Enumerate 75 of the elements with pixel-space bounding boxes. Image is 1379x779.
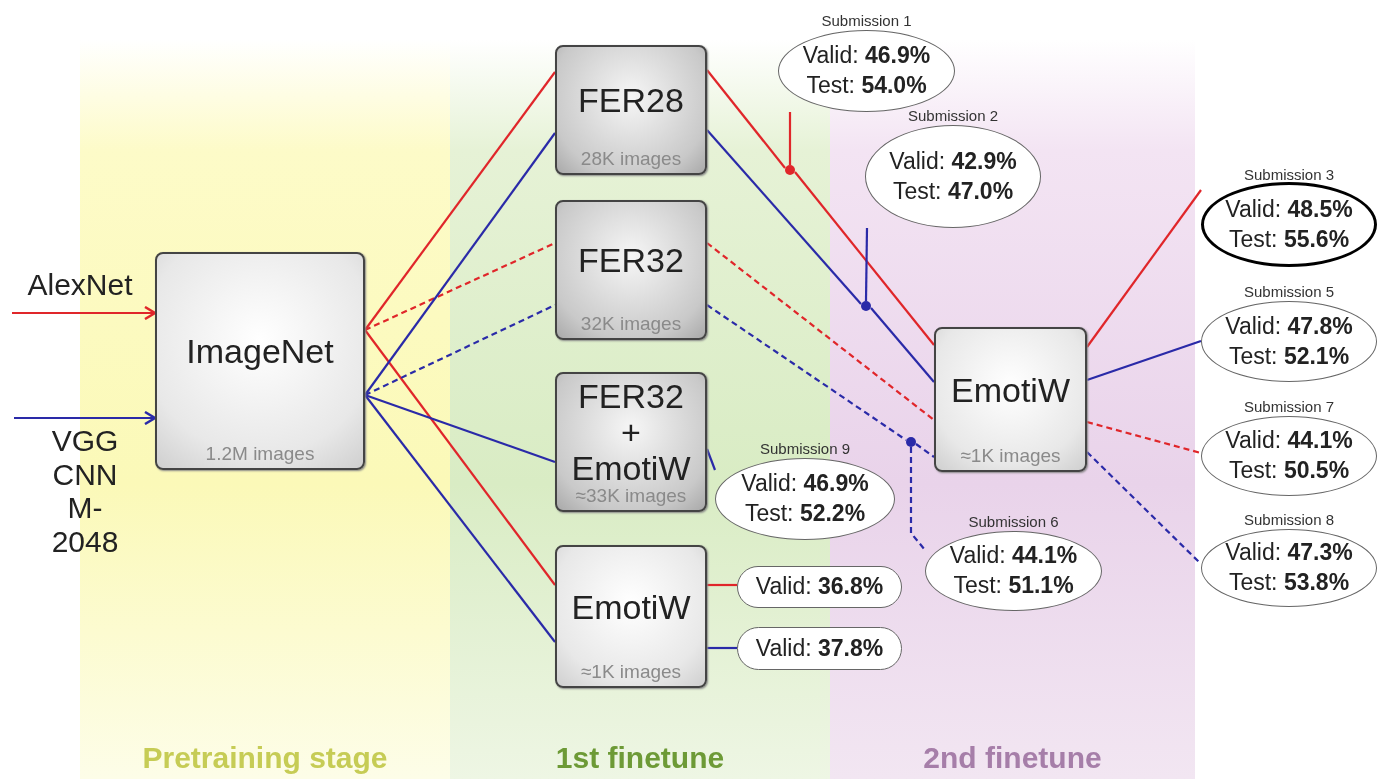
score-text: Valid: 46.9% bbox=[802, 41, 931, 71]
connector-line bbox=[864, 228, 869, 301]
stage-title: 2nd finetune bbox=[922, 740, 1103, 775]
result-pill bbox=[737, 627, 902, 670]
dataset-name: EmotiW bbox=[951, 372, 1070, 409]
submission-title: Submission 7 bbox=[1244, 398, 1334, 416]
connector-line bbox=[364, 329, 556, 586]
connector-line bbox=[706, 129, 862, 305]
connector-line bbox=[706, 69, 786, 169]
score-text: Test: 54.0% bbox=[806, 71, 927, 100]
score-text: Valid: 44.1% bbox=[1225, 426, 1353, 456]
connector-line bbox=[707, 583, 737, 587]
score-text: Valid: 48.5% bbox=[1225, 194, 1353, 224]
score-text: Test: 51.1% bbox=[953, 571, 1074, 600]
connector-line bbox=[705, 448, 717, 471]
score-text: Valid: 47.8% bbox=[1225, 311, 1353, 341]
connector-line bbox=[364, 393, 556, 464]
connector-line bbox=[364, 394, 556, 643]
arrow bbox=[14, 410, 157, 426]
score-text: Test: 53.8% bbox=[1228, 568, 1350, 597]
connector-line bbox=[707, 646, 737, 650]
dataset-box bbox=[934, 327, 1087, 472]
dataset-box bbox=[555, 372, 707, 512]
score-text: Test: 52.1% bbox=[1228, 341, 1350, 371]
connector-line bbox=[1086, 339, 1202, 382]
connector-line bbox=[706, 304, 907, 441]
connector-line bbox=[1086, 451, 1202, 565]
connector-line bbox=[364, 132, 556, 396]
score-text: Test: 55.6% bbox=[1228, 224, 1350, 254]
submission-title: Submission 1 bbox=[821, 12, 912, 30]
submission-title: Submission 5 bbox=[1244, 283, 1334, 301]
connector-line bbox=[870, 307, 935, 383]
score-text: Valid: 36.8% bbox=[755, 573, 884, 601]
image-count: ≈1K images bbox=[579, 661, 683, 684]
edge-label: AlexNet bbox=[26, 268, 134, 302]
stage-title: 1st finetune bbox=[554, 740, 726, 775]
submission-title: Submission 8 bbox=[1244, 511, 1334, 529]
dataset-name: FER32 + EmotiW bbox=[570, 379, 692, 487]
score-text: Test: 50.5% bbox=[1228, 456, 1350, 485]
dataset-box bbox=[555, 200, 707, 340]
connector-line bbox=[788, 112, 792, 165]
image-count: 28K images bbox=[579, 148, 683, 171]
submission-title: Submission 9 bbox=[760, 440, 850, 458]
submission-title: Submission 2 bbox=[908, 107, 998, 125]
submission-title: Submission 3 bbox=[1244, 166, 1334, 184]
score-text: Valid: 46.9% bbox=[741, 469, 869, 499]
score-text: Valid: 44.1% bbox=[949, 541, 1078, 571]
connector-line bbox=[915, 443, 935, 458]
dataset-name: FER32 bbox=[578, 243, 684, 279]
edge-label: VGG CNN M-2048 bbox=[50, 424, 120, 559]
connector-line bbox=[1086, 420, 1202, 455]
stage-title: Pretraining stage bbox=[141, 740, 389, 775]
dataset-name: FER28 bbox=[578, 83, 684, 119]
arrow bbox=[12, 305, 157, 321]
dataset-box bbox=[155, 252, 365, 470]
image-count: 32K images bbox=[579, 313, 683, 336]
dataset-name: EmotiW bbox=[571, 589, 691, 626]
connector-line bbox=[794, 171, 935, 346]
image-count: ≈1K images bbox=[959, 445, 1062, 468]
score-text: Valid: 37.8% bbox=[755, 634, 884, 663]
dataset-box bbox=[555, 45, 707, 175]
connector-line bbox=[364, 71, 556, 331]
image-count: ≈33K images bbox=[574, 485, 688, 508]
connector-line bbox=[1086, 189, 1202, 348]
dataset-box bbox=[555, 545, 707, 688]
score-text: Test: 47.0% bbox=[892, 176, 1014, 206]
image-count: 1.2M images bbox=[204, 443, 316, 466]
dataset-name: ImageNet bbox=[186, 334, 334, 370]
score-text: Valid: 42.9% bbox=[889, 146, 1017, 176]
result-pill bbox=[737, 566, 902, 608]
submission-title: Submission 6 bbox=[968, 513, 1059, 531]
score-text: Test: 52.2% bbox=[744, 499, 866, 528]
score-text: Valid: 47.3% bbox=[1225, 538, 1353, 568]
connector-line bbox=[909, 447, 926, 551]
connector-line bbox=[706, 242, 935, 421]
